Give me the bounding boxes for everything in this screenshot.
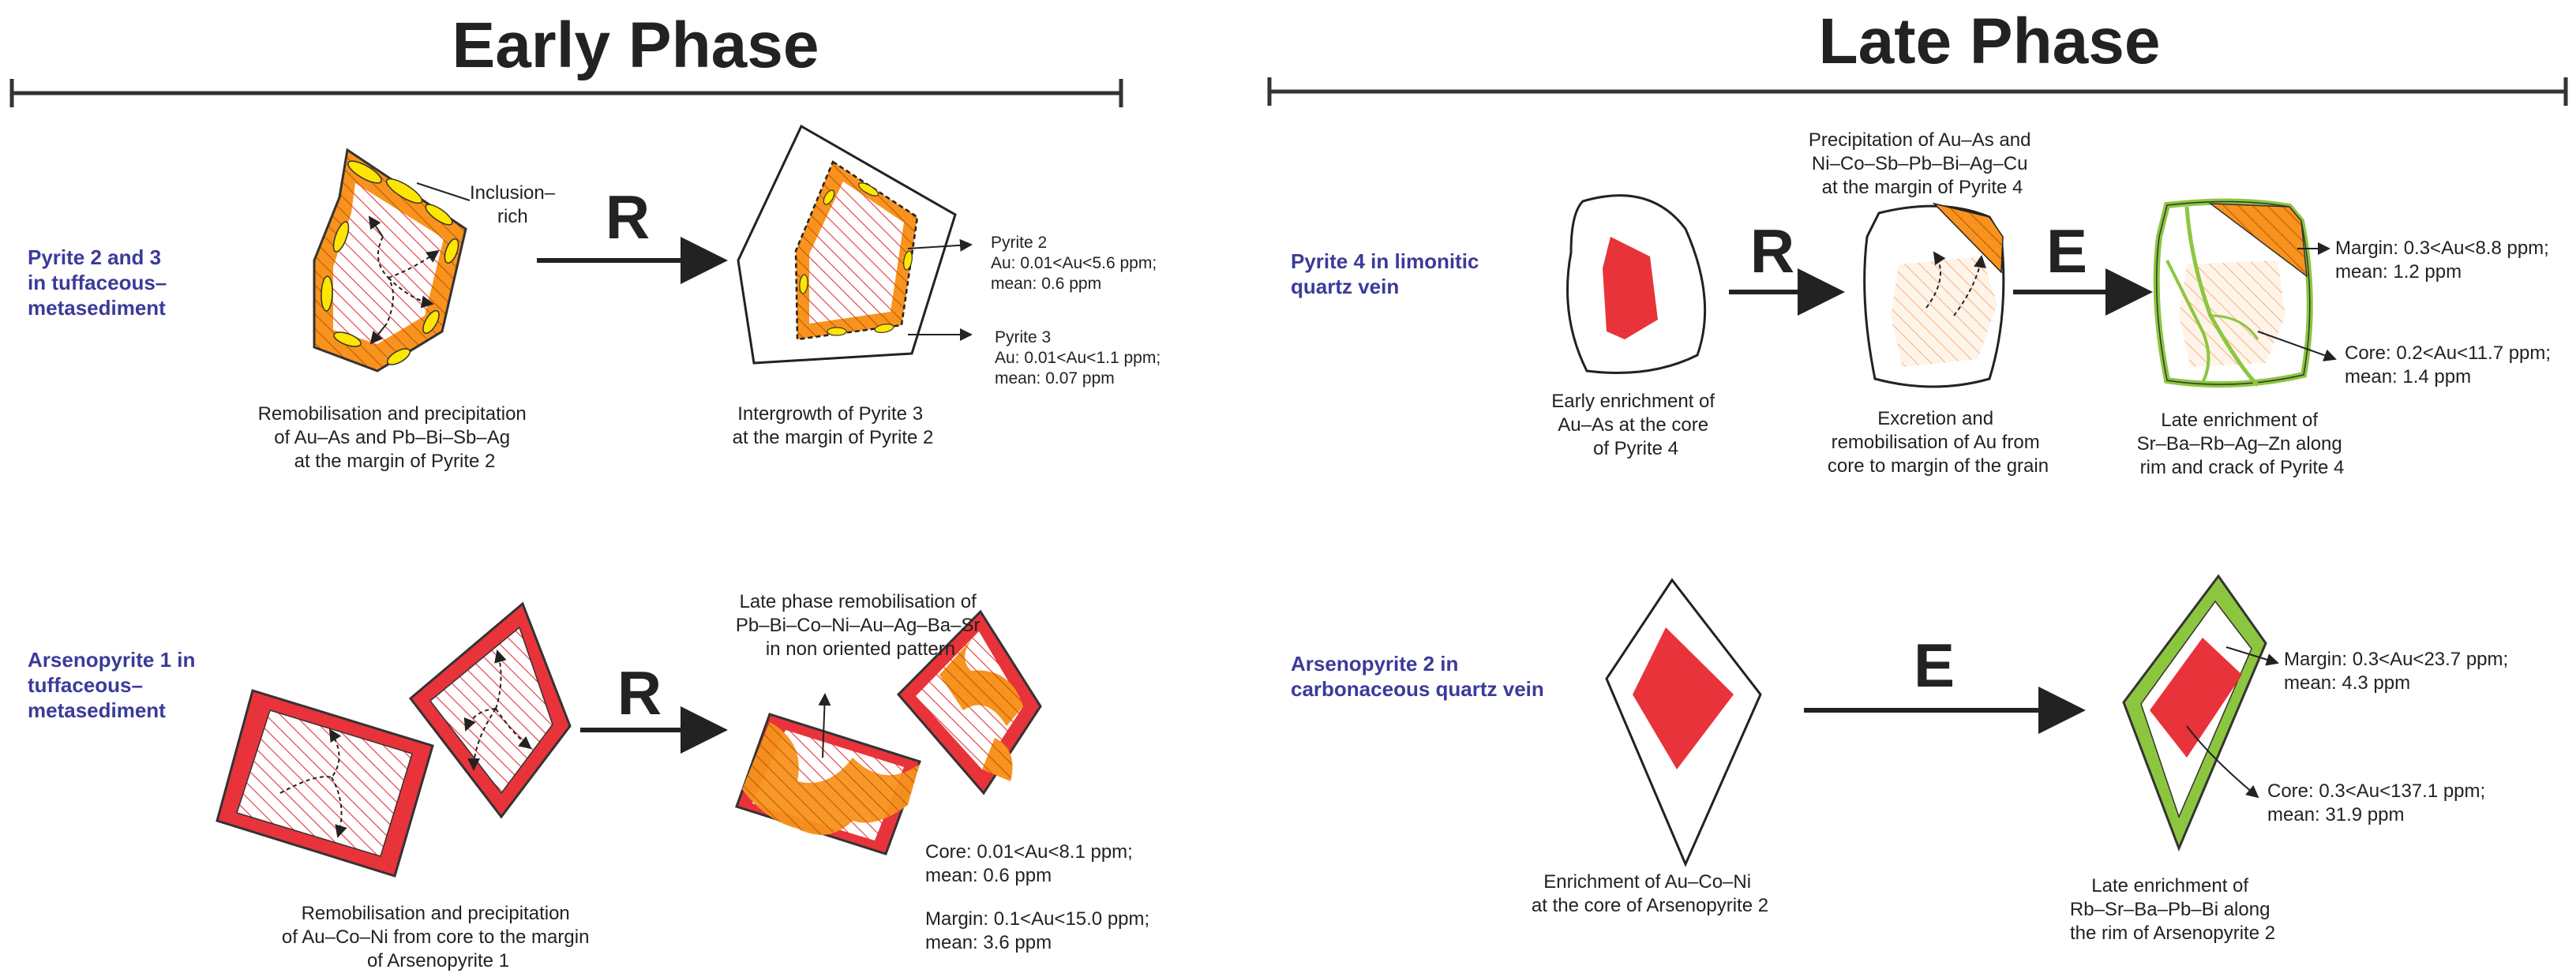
late-remobilisation-note: Late phase remobilisation of Pb–Bi–Co–Ni…	[736, 591, 985, 660]
pyrite-4-early-grain	[1566, 194, 1707, 374]
arsenopyrite-2-core-values: Core: 0.3<Au<137.1 ppm; mean: 31.9 ppm	[2267, 780, 2491, 825]
arsenopyrite-2-label: Arsenopyrite 2 in carbonaceous quartz ve…	[1291, 652, 1544, 701]
arsenopyrite-1-caption: Remobilisation and precipitation of Au–C…	[282, 903, 594, 971]
pyrite-3-grain	[737, 124, 957, 365]
pyrite-2-caption: Remobilisation and precipitation of Au–A…	[258, 403, 532, 472]
inclusion-rich-label: Inclusion– rich	[470, 182, 561, 227]
late-phase-title: Late Phase	[1819, 6, 2161, 77]
pyrite-3-caption: Intergrowth of Pyrite 3 at the margin of…	[733, 403, 934, 448]
arsenopyrite-2-caption-2: Late enrichment of Rb–Sr–Ba–Pb–Bi along …	[2070, 875, 2275, 944]
arsenopyrite-1-label: Arsenopyrite 1 in tuffaceous– metasedime…	[28, 648, 201, 722]
arrow-label-e-2: E	[1914, 631, 1955, 700]
arsenopyrite-2-caption-1: Enrichment of Au–Co–Ni at the core of Ar…	[1532, 871, 1768, 916]
arsenopyrite-1-core-values: Core: 0.01<Au<8.1 ppm; mean: 0.6 ppm	[925, 841, 1138, 886]
arrow-label-r-2: R	[617, 658, 662, 728]
arsenopyrite-1-rhomb-grain	[408, 601, 572, 819]
pyrite-4-section: Pyrite 4 in limonitic quartz vein R E	[1291, 129, 2556, 478]
pyrite-4-caption-1: Early enrichment of Au–As at the core of…	[1551, 391, 1719, 459]
arsenopyrite-2-late-grain	[2122, 574, 2267, 852]
inclusion-leader	[416, 182, 471, 201]
pyrite-4-precipitation-note: Precipitation of Au–As and Ni–Co–Sb–Pb–B…	[1809, 129, 2036, 198]
arsenopyrite-1-section: Arsenopyrite 1 in tuffaceous– metasedime…	[28, 591, 1155, 971]
pyrite-4-remobilised-grain	[1863, 202, 2005, 388]
pyrite-4-label: Pyrite 4 in limonitic quartz vein	[1291, 249, 1485, 298]
arsenopyrite-2-margin-values: Margin: 0.3<Au<23.7 ppm; mean: 4.3 ppm	[2284, 649, 2514, 694]
pyrite-4-core-values: Core: 0.2<Au<11.7 ppm; mean: 1.4 ppm	[2345, 343, 2556, 387]
arrow-label-r-1: R	[606, 182, 650, 252]
arsenopyrite-1-rect-grain	[216, 689, 434, 878]
pyrite-2-values: Pyrite 2 Au: 0.01<Au<5.6 ppm; mean: 0.6 …	[991, 234, 1161, 293]
arrow-label-e-1: E	[2046, 216, 2087, 286]
pyrite-2-3-section: Pyrite 2 and 3 in tuffaceous– metasedime…	[28, 124, 1165, 472]
arsenopyrite-2-section: Arsenopyrite 2 in carbonaceous quartz ve…	[1291, 574, 2514, 944]
arsenopyrite-1-margin-values: Margin: 0.1<Au<15.0 ppm; mean: 3.6 ppm	[925, 908, 1155, 953]
pyrite-4-caption-3: Late enrichment of Sr–Ba–Rb–Ag–Zn along …	[2137, 410, 2348, 478]
arsenopyrite-1-remobilised-rhomb	[896, 609, 1042, 795]
inclusion-grain	[347, 160, 382, 184]
pyrite-4-margin-values: Margin: 0.3<Au<8.8 ppm; mean: 1.2 ppm	[2335, 238, 2555, 283]
pyrite-4-late-grain	[2153, 198, 2313, 388]
arsenopyrite-1-remobilised-rect	[735, 693, 921, 855]
pyrite-2-grain	[313, 148, 467, 372]
early-phase-title: Early Phase	[452, 9, 819, 81]
arrow-label-r-3: R	[1750, 216, 1794, 286]
arsenopyrite-2-early-grain	[1605, 578, 1762, 867]
pyrite-3-values: Pyrite 3 Au: 0.01<Au<1.1 ppm; mean: 0.07…	[995, 328, 1165, 387]
pyrite-2-3-label: Pyrite 2 and 3 in tuffaceous– metasedime…	[28, 245, 172, 320]
pyrite-4-caption-2: Excretion and remobilisation of Au from …	[1828, 408, 2049, 477]
